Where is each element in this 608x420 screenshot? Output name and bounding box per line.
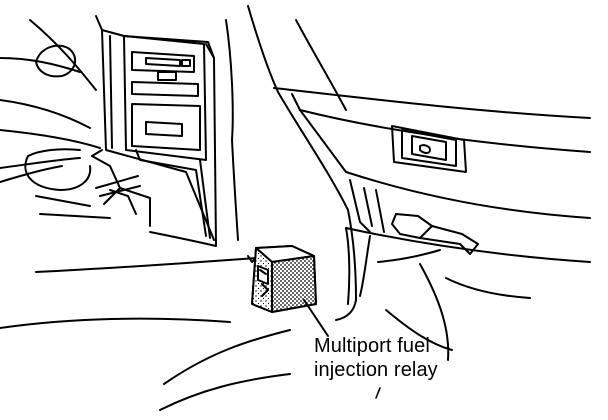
leader-tick (375, 387, 381, 399)
callout-leader-line (303, 299, 329, 337)
relay-callout-label: Multiport fuel injection relay (314, 334, 494, 382)
callout-line-2: injection relay (314, 359, 438, 381)
glove-box (159, 87, 591, 411)
fuel-injection-relay (251, 245, 317, 313)
dashboard-outline (0, 19, 101, 183)
callout-line-1: Multiport fuel (314, 335, 430, 357)
center-console (24, 15, 217, 247)
wire-to-relay (359, 235, 371, 297)
kick-panel (0, 5, 357, 385)
